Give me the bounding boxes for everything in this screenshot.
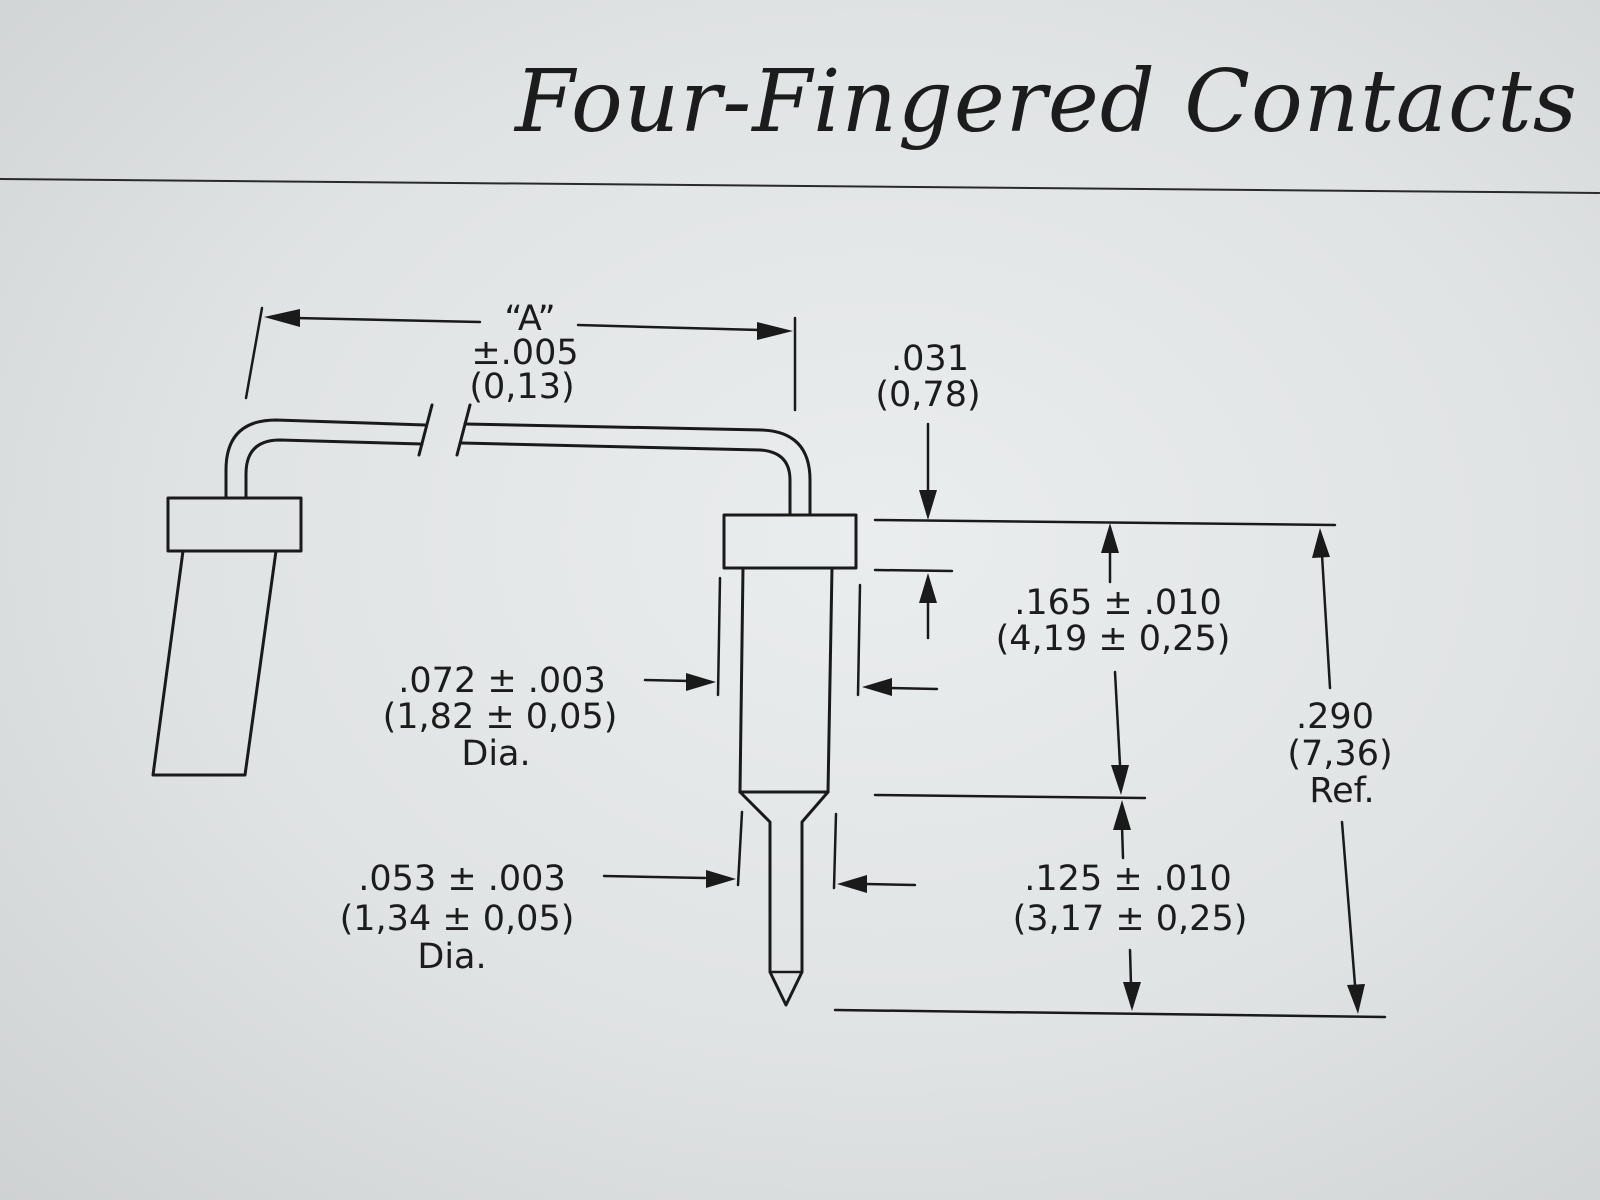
body-dia-extension-right	[856, 583, 862, 697]
right-contact	[722, 513, 858, 1007]
body-length-arrow-down	[1111, 765, 1129, 795]
body-dia-inch: .072 ± .003	[398, 661, 605, 701]
left-flange	[166, 496, 303, 553]
body-dia-leader-left	[643, 678, 692, 683]
dim-a-line-left	[293, 316, 482, 324]
pin-length-inch: .125 ± .010	[1024, 859, 1231, 899]
pin-dia-leader-left	[602, 874, 707, 880]
dimension-flange-thickness: .031 (0,78)	[875, 339, 981, 640]
body-length-inch: .165 ± .010	[1014, 583, 1221, 623]
break-mark-right	[455, 403, 472, 457]
pin-length-arrow-down	[1123, 982, 1141, 1011]
body-dia-arrow-right	[862, 678, 892, 696]
body-dia-extension-left	[716, 576, 722, 697]
connecting-wire	[224, 403, 812, 517]
ref-line-flange-bottom	[873, 568, 954, 573]
left-body	[151, 549, 278, 777]
break-mark-left	[417, 403, 434, 457]
wire-inner-right	[460, 441, 792, 517]
overall-arrow-up	[1312, 528, 1330, 558]
dim-a-metric: (0,13)	[469, 367, 574, 407]
dim-a-tolerance: ±.005	[471, 333, 578, 373]
right-pin	[738, 790, 830, 1007]
overall-ref-note: Ref.	[1309, 771, 1374, 811]
dimension-pin-length: .125 ± .010 (3,17 ± 0,25)	[1013, 800, 1248, 1011]
pin-length-leader-bottom	[1128, 948, 1133, 987]
dimension-overall: .290 (7,36) Ref.	[1287, 528, 1393, 1014]
overall-metric: (7,36)	[1287, 734, 1392, 774]
ref-line-shoulder	[873, 793, 1147, 800]
pin-dia-extension-right	[832, 812, 838, 890]
body-dia-leader-right	[888, 686, 939, 691]
pin-dia-inch: .053 ± .003	[358, 859, 565, 899]
body-dia-note: Dia.	[461, 734, 530, 774]
dim-a-arrow-left	[264, 309, 300, 327]
body-dia-metric: (1,82 ± 0,05)	[383, 697, 618, 737]
reference-lines	[833, 518, 1387, 1019]
dim-a-line-right	[576, 323, 762, 332]
pin-dia-leader-right	[864, 882, 917, 887]
dimension-pin-diameter: .053 ± .003 (1,34 ± 0,05) Dia.	[340, 810, 917, 977]
pin-dia-note: Dia.	[417, 937, 486, 977]
dim-a-extension-left	[244, 306, 264, 400]
overall-leader-top	[1320, 553, 1332, 690]
pin-dia-arrow-left	[706, 870, 736, 888]
body-length-leader-bottom	[1113, 670, 1122, 767]
body-length-arrow-up	[1101, 523, 1119, 553]
pin-dia-extension-left	[736, 810, 744, 887]
left-contact	[151, 496, 303, 777]
ref-line-flange-top	[873, 518, 1337, 527]
pin-length-arrow-up	[1113, 800, 1131, 830]
dim-a-name: “A”	[504, 299, 555, 339]
pin-dia-metric: (1,34 ± 0,05)	[340, 899, 575, 939]
dim-a-arrow-right	[757, 322, 793, 340]
overall-leader-bottom	[1340, 820, 1357, 987]
right-flange	[722, 513, 858, 570]
wire-inner-left	[244, 438, 424, 500]
pin-dia-arrow-right	[837, 875, 867, 893]
flange-thickness-inch: .031	[891, 339, 969, 379]
flange-thickness-arrow-up	[919, 573, 937, 603]
dimension-body-length: .165 ± .010 (4,19 ± 0,25)	[996, 523, 1231, 795]
flange-thickness-arrow-down	[919, 490, 937, 520]
ref-line-tip	[833, 1008, 1387, 1019]
overall-inch: .290	[1296, 697, 1374, 737]
wire-outer-right	[463, 422, 812, 517]
right-body	[738, 566, 834, 794]
body-dia-arrow-left	[686, 673, 716, 691]
dimension-a: “A” ±.005 (0,13)	[244, 299, 797, 412]
pin-length-leader-top	[1120, 824, 1125, 860]
flange-thickness-metric: (0,78)	[875, 375, 980, 415]
overall-arrow-down	[1347, 984, 1365, 1014]
pin-length-metric: (3,17 ± 0,25)	[1013, 899, 1248, 939]
body-length-metric: (4,19 ± 0,25)	[996, 619, 1231, 659]
page-title: Four-Fingered Contacts I	[515, 52, 1600, 152]
wire-outer-left	[224, 418, 427, 500]
dimension-body-diameter: .072 ± .003 (1,82 ± 0,05) Dia.	[383, 576, 939, 774]
